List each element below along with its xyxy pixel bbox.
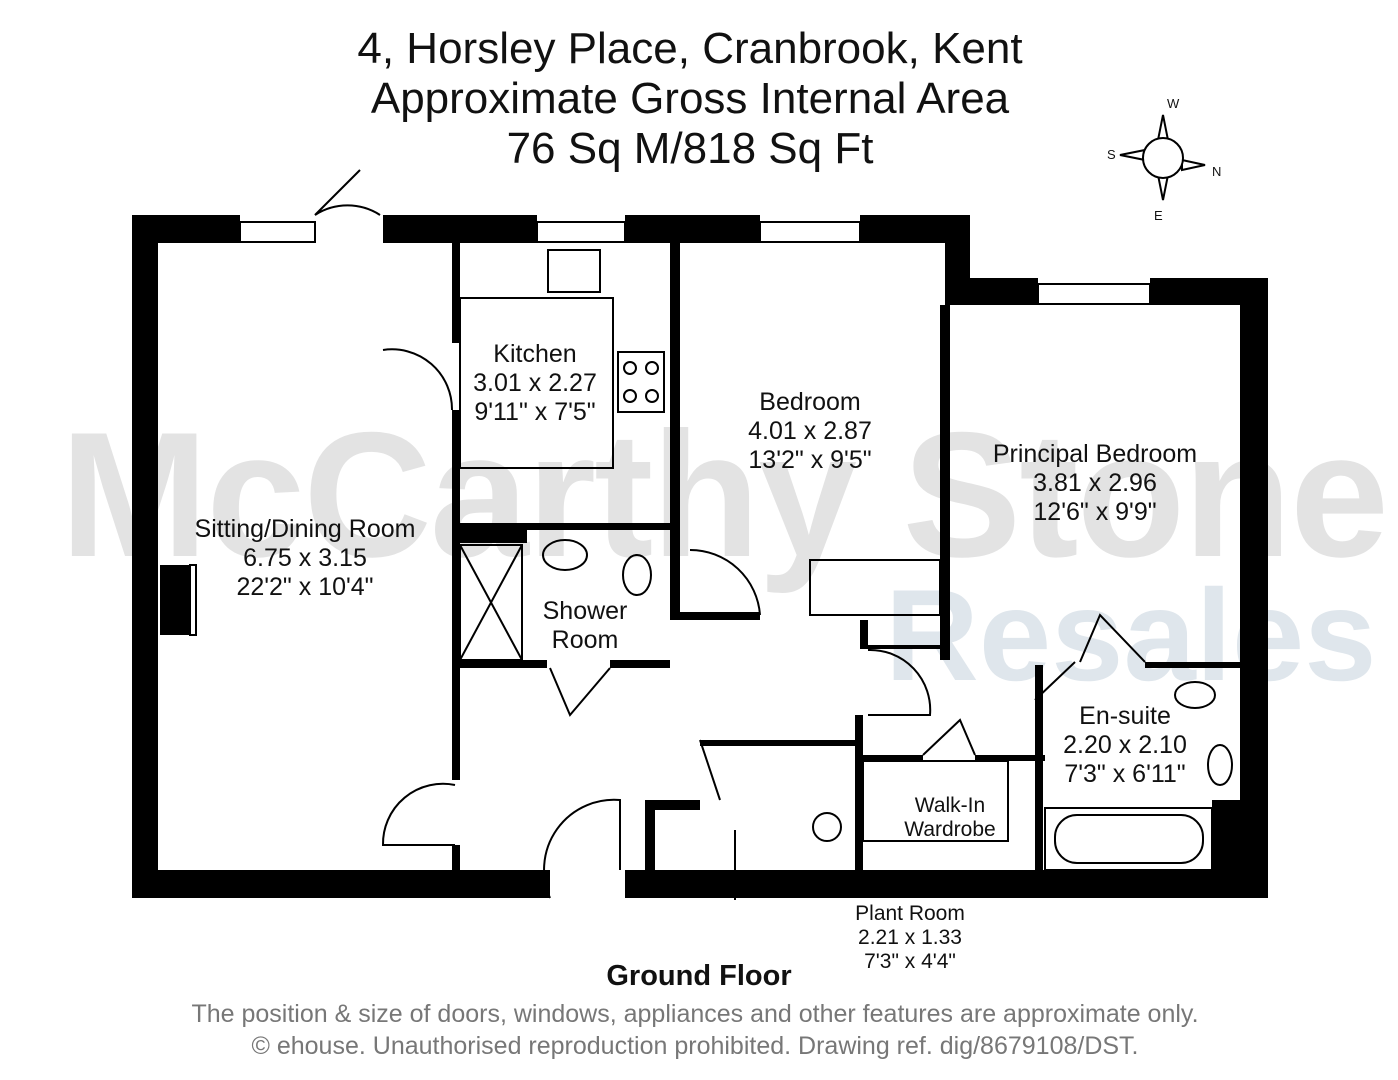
- room-name: Principal Bedroom: [992, 440, 1198, 468]
- room-shower: Shower Room: [525, 597, 645, 655]
- room-metric: 2.21 x 1.33: [858, 926, 962, 949]
- room-name: En-suite: [1079, 702, 1171, 730]
- watermark-resales: Resales: [885, 562, 1377, 708]
- room-name: Bedroom: [759, 388, 861, 416]
- room-sitting-dining: Sitting/Dining Room 6.75 x 3.15 22'2" x …: [170, 515, 440, 602]
- compass-rose: [1119, 114, 1206, 201]
- room-imperial: 22'2" x 10'4": [236, 573, 374, 601]
- compass-w: W: [1167, 96, 1180, 111]
- room-metric: 6.75 x 3.15: [243, 544, 367, 572]
- room-metric: 3.01 x 2.27: [473, 369, 597, 397]
- windows: [189, 221, 1151, 636]
- room-walk-in-wardrobe: Walk-In Wardrobe: [880, 794, 1020, 842]
- internal-walls: [452, 243, 1240, 870]
- room-metric: 2.20 x 2.10: [1063, 731, 1187, 759]
- room-name-2: Room: [551, 626, 619, 654]
- compass-e: E: [1154, 208, 1163, 223]
- room-metric: 4.01 x 2.87: [748, 417, 872, 445]
- room-name: Kitchen: [493, 340, 577, 368]
- area-value: 76 Sq M/818 Sq Ft: [506, 124, 874, 173]
- compass-n: N: [1212, 164, 1222, 179]
- compass-s: S: [1107, 147, 1116, 162]
- room-name-2: Wardrobe: [904, 818, 996, 841]
- watermark-mccarthy-stone: McCarthy Stone: [60, 395, 1389, 594]
- area-label: Approximate Gross Internal Area: [370, 74, 1010, 123]
- room-principal-bedroom: Principal Bedroom 3.81 x 2.96 12'6" x 9'…: [960, 440, 1230, 527]
- floor-label: Ground Floor: [606, 960, 792, 992]
- room-en-suite: En-suite 2.20 x 2.10 7'3" x 6'11": [1040, 702, 1210, 789]
- room-imperial: 9'11" x 7'5": [474, 398, 596, 426]
- room-name: Shower: [542, 597, 628, 625]
- room-name: Sitting/Dining Room: [194, 515, 416, 543]
- room-imperial: 13'2" x 9'5": [748, 446, 872, 474]
- fixtures: [314, 169, 1233, 900]
- address: 4, Horsley Place, Cranbrook, Kent: [357, 24, 1023, 73]
- room-name: Plant Room: [855, 902, 965, 925]
- copyright: © ehouse. Unauthorised reproduction proh…: [251, 1032, 1139, 1060]
- room-kitchen: Kitchen 3.01 x 2.27 9'11" x 7'5": [460, 340, 610, 427]
- room-imperial: 7'3" x 4'4": [864, 950, 956, 973]
- room-name: Walk-In: [914, 794, 986, 817]
- room-imperial: 7'3" x 6'11": [1064, 760, 1186, 788]
- room-bedroom: Bedroom 4.01 x 2.87 13'2" x 9'5": [730, 388, 890, 475]
- room-metric: 3.81 x 2.96: [1033, 469, 1157, 497]
- room-imperial: 12'6" x 9'9": [1033, 498, 1157, 526]
- walls: [132, 215, 1268, 898]
- plan-title: 4, Horsley Place, Cranbrook, Kent Approx…: [0, 24, 1380, 174]
- disclaimer: The position & size of doors, windows, a…: [191, 1000, 1199, 1028]
- room-plant-room: Plant Room 2.21 x 1.33 7'3" x 4'4": [830, 902, 990, 974]
